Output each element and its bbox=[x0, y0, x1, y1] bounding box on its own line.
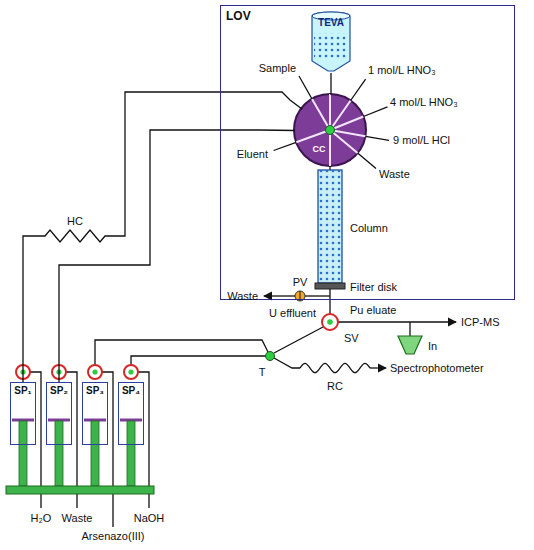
part-label: In bbox=[428, 340, 437, 353]
reaction-coil bbox=[300, 363, 370, 372]
node-label: CC bbox=[313, 144, 326, 154]
syringe-pump: SP₄ bbox=[118, 382, 144, 445]
tubing-connector bbox=[23, 92, 302, 382]
port-label: Sample bbox=[259, 62, 296, 75]
syringe-pump: SP₃ bbox=[82, 382, 108, 445]
pump-mechanics bbox=[6, 365, 154, 494]
tube bbox=[409, 322, 410, 336]
reservoir-label: NaOH bbox=[134, 512, 165, 525]
reservoir-label: Waste bbox=[62, 512, 93, 525]
switching-valve bbox=[322, 314, 338, 330]
tube bbox=[274, 327, 323, 353]
stream-label: Pu eluate bbox=[350, 304, 396, 317]
filter-disk bbox=[315, 283, 345, 289]
tube bbox=[131, 356, 266, 365]
tubing-connector bbox=[59, 130, 295, 382]
outlet-label: Waste bbox=[227, 290, 258, 303]
instrument-label: ICP-MS bbox=[461, 316, 500, 329]
port-label: Eluent bbox=[237, 148, 268, 161]
tubing-connector bbox=[330, 73, 331, 95]
stream-label: U effluent bbox=[269, 307, 316, 320]
part-label: Column bbox=[350, 222, 388, 235]
detector-arrow bbox=[370, 367, 386, 368]
syringe-pump: SP₂ bbox=[46, 382, 72, 445]
reagent-label: 1 mol/L HNO₃ bbox=[368, 64, 436, 77]
tube bbox=[329, 289, 330, 314]
switching-valve bbox=[327, 319, 333, 325]
part-label: RC bbox=[327, 380, 343, 393]
selection-valve bbox=[294, 94, 366, 166]
selection-valve: CC bbox=[295, 95, 367, 167]
reagent-label: 4 mol/L HNO₃ bbox=[390, 96, 458, 109]
teva-cartridge: TEVA bbox=[311, 11, 351, 73]
t-junction bbox=[266, 352, 275, 361]
part-label: HC bbox=[67, 215, 83, 228]
system-title: LOV bbox=[226, 9, 251, 23]
part-label: T bbox=[259, 366, 266, 379]
part-label: Filter disk bbox=[350, 281, 397, 294]
part-label: SV bbox=[344, 332, 359, 345]
eluate-arrow bbox=[338, 321, 456, 322]
node-label: SP₃ bbox=[83, 383, 107, 396]
tube bbox=[95, 340, 268, 365]
waste-arrow bbox=[264, 295, 295, 296]
collection-cup bbox=[398, 336, 422, 354]
node-label: SP₄ bbox=[119, 383, 143, 396]
tube bbox=[305, 295, 330, 296]
reagent-label: 9 mol/L HCl bbox=[393, 134, 450, 147]
column bbox=[315, 170, 345, 289]
port-label: Waste bbox=[379, 168, 410, 181]
node-label: SP₁ bbox=[11, 383, 35, 396]
syringe-pump: SP₁ bbox=[10, 382, 36, 445]
instrument-label: Spectrophotometer bbox=[390, 362, 484, 375]
tube bbox=[274, 358, 300, 368]
node-label: TEVA bbox=[311, 11, 351, 28]
part-label: PV bbox=[293, 276, 308, 289]
reservoir-label: H₂O bbox=[31, 512, 52, 525]
reservoir-label: Arsenazo(III) bbox=[82, 530, 145, 543]
node-label: SP₂ bbox=[47, 383, 71, 396]
